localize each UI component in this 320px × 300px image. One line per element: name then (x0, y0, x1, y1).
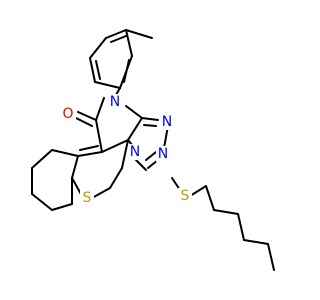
bond (71, 155, 79, 179)
atom-label: O (62, 106, 73, 122)
bond (125, 29, 133, 57)
bond (143, 124, 157, 127)
bond (123, 59, 130, 83)
bond (95, 119, 103, 153)
bond (243, 239, 269, 245)
bond (267, 243, 275, 271)
bond (189, 185, 207, 197)
nitrogen-atom-triazole-upper: N (160, 114, 174, 130)
bond (145, 151, 157, 161)
bond (89, 57, 96, 83)
bond (51, 203, 73, 211)
atom-label-background (60, 106, 76, 122)
nitrogen-atom-triazole-lower: N (156, 146, 170, 162)
atom-label-layer: N O N N N S S (60, 94, 192, 206)
bond (110, 35, 127, 43)
bond (31, 149, 53, 169)
bond (125, 105, 143, 119)
bond (213, 209, 239, 215)
bond (105, 29, 127, 39)
bond (94, 81, 121, 89)
atom-label: N (162, 114, 172, 130)
bond (77, 111, 97, 121)
atom-label: S (181, 188, 190, 204)
atom-label-background (108, 94, 122, 110)
nitrogen-atom-bridgehead: N (128, 144, 142, 160)
bond (75, 117, 93, 127)
bond (205, 185, 215, 211)
bond (127, 117, 143, 141)
atom-label: N (130, 144, 140, 160)
atom-label-background (156, 146, 170, 162)
bond (77, 151, 103, 157)
bond (79, 145, 99, 151)
bond (89, 37, 107, 59)
bond (141, 117, 159, 121)
oxygen-atom-carbonyl: O (60, 106, 76, 122)
nitrogen-atom-phenyl: N (108, 94, 122, 110)
bond (125, 29, 153, 39)
bond (109, 167, 123, 189)
bond (237, 213, 245, 241)
atom-label: S (83, 190, 92, 206)
atom-label: N (110, 94, 120, 110)
bond (101, 139, 129, 153)
bond (91, 187, 111, 199)
bond (135, 159, 147, 171)
sulfur-atom-thiophene: S (80, 190, 94, 206)
bond (121, 139, 129, 169)
atom-label: N (158, 146, 168, 162)
bond (95, 97, 105, 121)
bond (95, 60, 101, 80)
sulfur-atom-thioether: S (178, 188, 192, 204)
bond-layer (31, 29, 275, 271)
atom-label-background (178, 188, 192, 204)
atom-label-background (128, 144, 142, 160)
atom-label-background (80, 190, 94, 206)
bond (31, 193, 53, 211)
molecule-canvas: N O N N N S S (31, 29, 275, 271)
bond (51, 149, 79, 157)
molecule-structure-diagram: N O N N N S S (31, 29, 275, 271)
atom-label-background (160, 114, 174, 130)
